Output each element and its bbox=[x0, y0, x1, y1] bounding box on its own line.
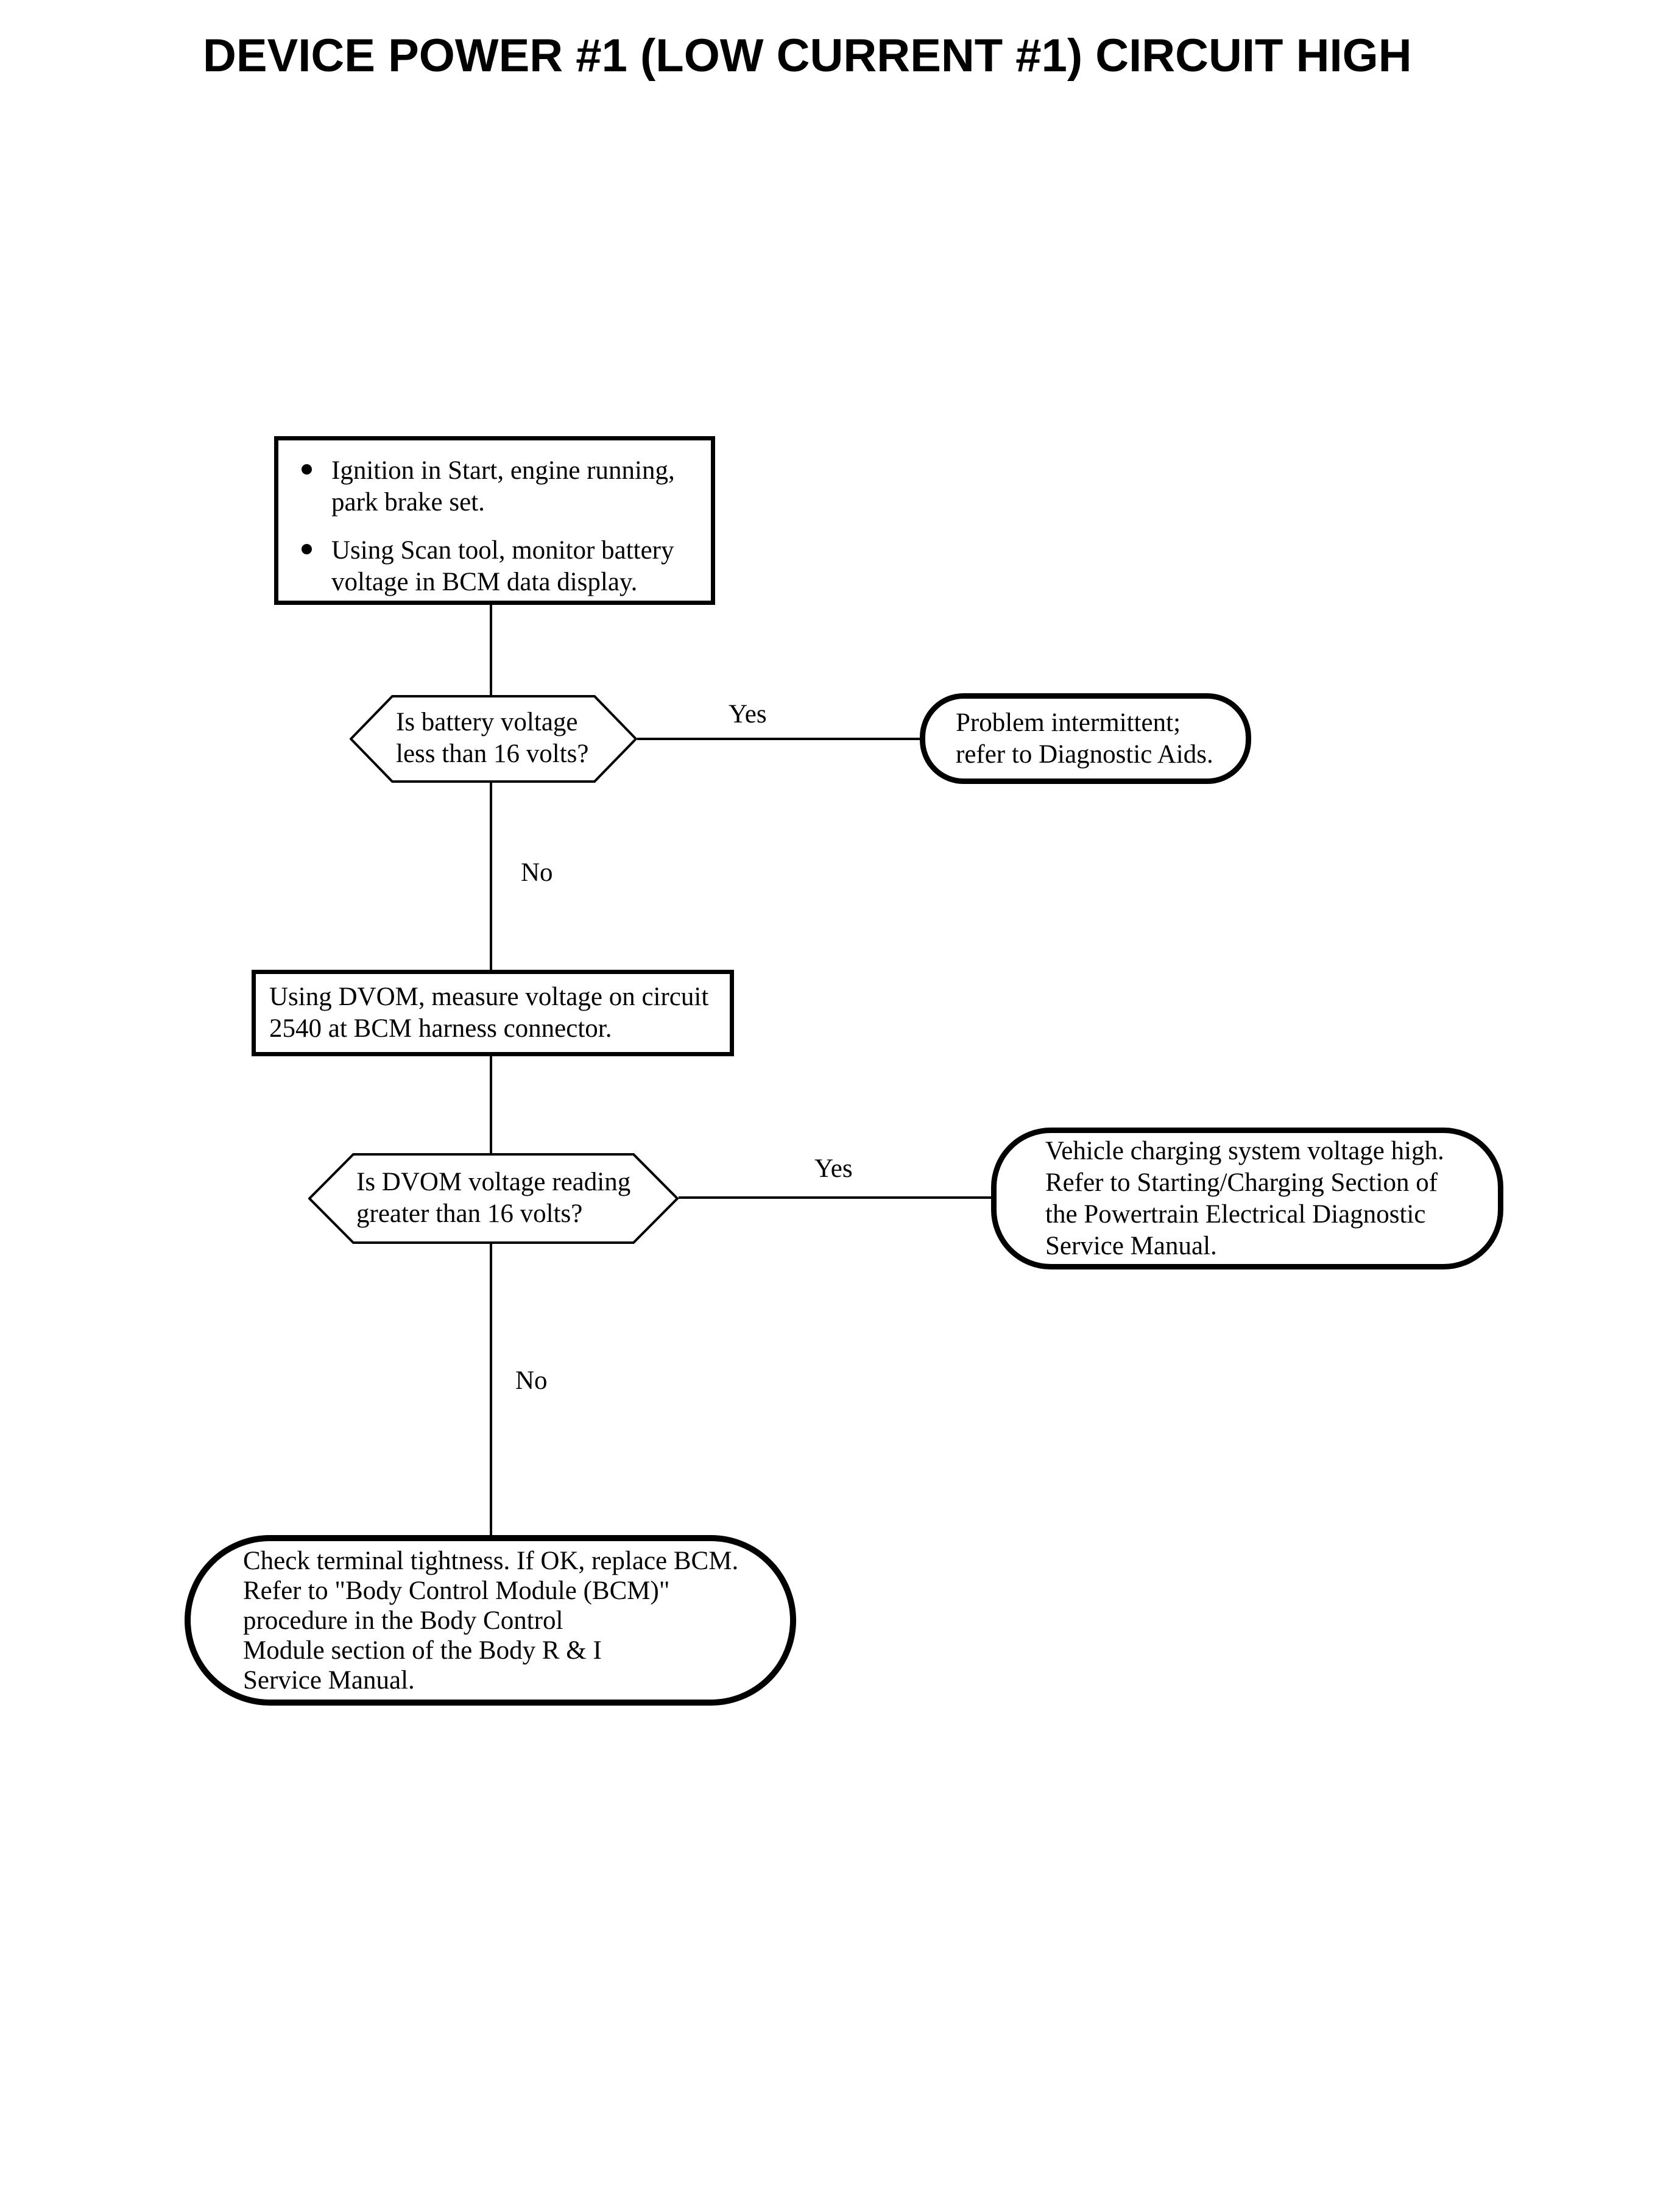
connector-decision2-yes bbox=[679, 1196, 991, 1199]
page-title: DEVICE POWER #1 (LOW CURRENT #1) CIRCUIT… bbox=[203, 30, 1412, 82]
bullet-text: Using Scan tool, monitor battery voltage… bbox=[331, 536, 674, 596]
bullet-dot bbox=[302, 544, 312, 554]
decision-battery-hexagon bbox=[350, 695, 637, 783]
bullet-item: Using Scan tool, monitor battery voltage… bbox=[299, 535, 702, 598]
connector-measure-to-decision2 bbox=[490, 1056, 492, 1153]
result-intermittent-text: Problem intermittent; refer to Diagnosti… bbox=[956, 708, 1213, 769]
result-charging-box: Vehicle charging system voltage high. Re… bbox=[991, 1128, 1503, 1269]
result-intermittent-box: Problem intermittent; refer to Diagnosti… bbox=[920, 693, 1251, 784]
result-charging-text: Vehicle charging system voltage high. Re… bbox=[1045, 1136, 1444, 1260]
result-replace-bcm-box: Check terminal tightness. If OK, replace… bbox=[185, 1535, 796, 1706]
decision-dvom-hexagon bbox=[308, 1153, 679, 1244]
bullet-text: Ignition in Start, engine running, park … bbox=[331, 456, 675, 517]
connector-decision1-yes bbox=[637, 738, 920, 740]
no-label-decision2: No bbox=[515, 1366, 548, 1395]
connector-start-to-decision1 bbox=[490, 605, 492, 696]
decision-battery-text: Is battery voltage less than 16 volts? bbox=[396, 708, 589, 768]
action-measure-box: Using DVOM, measure voltage on circuit 2… bbox=[252, 970, 734, 1056]
result-replace-bcm-text: Check terminal tightness. If OK, replace… bbox=[243, 1546, 739, 1695]
yes-label-decision2: Yes bbox=[814, 1154, 853, 1183]
start-conditions-box: Ignition in Start, engine running, park … bbox=[274, 436, 715, 605]
connector-decision2-no bbox=[490, 1244, 492, 1535]
bullet-dot bbox=[302, 464, 312, 475]
no-label-decision1: No bbox=[521, 858, 553, 887]
connector-decision1-no bbox=[490, 783, 492, 970]
action-measure-text: Using DVOM, measure voltage on circuit 2… bbox=[269, 983, 709, 1043]
decision-dvom-text: Is DVOM voltage reading greater than 16 … bbox=[356, 1168, 631, 1228]
bullet-item: Ignition in Start, engine running, park … bbox=[299, 455, 702, 518]
yes-label-decision1: Yes bbox=[729, 700, 767, 729]
